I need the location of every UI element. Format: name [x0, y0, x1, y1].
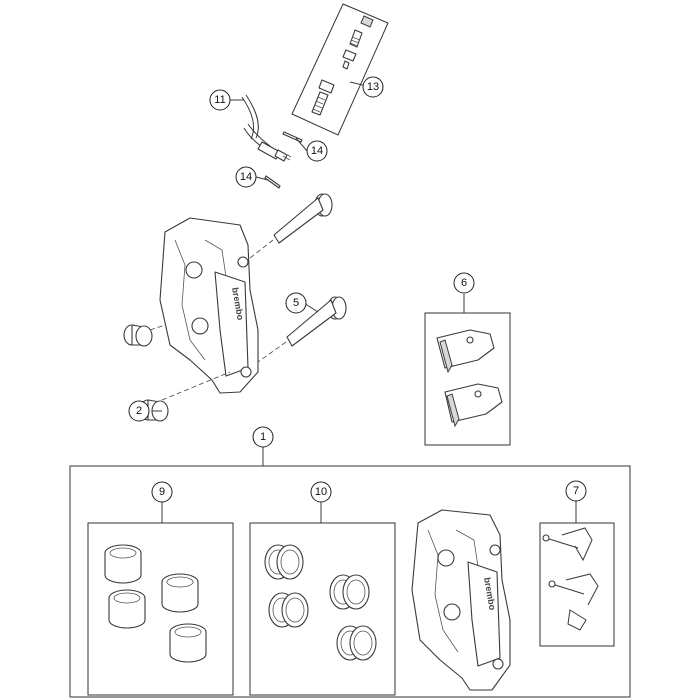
piston-3 [108, 589, 146, 629]
callout-14-lower: 14 [235, 166, 257, 188]
callout-13: 13 [362, 76, 384, 98]
svg-text:5: 5 [293, 297, 299, 309]
brake-pads-box [424, 312, 511, 446]
svg-text:9: 9 [159, 486, 165, 498]
brake-caliper-kit: brembo [411, 509, 511, 691]
caliper-kit-box [69, 447, 631, 698]
seal-pair-4 [336, 625, 377, 661]
svg-text:11: 11 [214, 94, 225, 106]
pad-pin-kit-box [539, 522, 615, 647]
seal-pair-2 [268, 592, 309, 628]
svg-text:2: 2 [136, 405, 142, 417]
caliper-bolt-lower [257, 296, 347, 363]
svg-text:10: 10 [315, 486, 327, 498]
callout-11: 11 [209, 89, 231, 111]
callout-9: 9 [151, 481, 173, 503]
brake-caliper-main: brembo [149, 217, 259, 401]
leader-lines [152, 81, 577, 523]
spacer-washer-upper [123, 324, 153, 347]
callout-7: 7 [565, 480, 587, 502]
callout-1: 1 [252, 426, 274, 448]
seal-pair-1 [264, 544, 304, 580]
svg-text:7: 7 [573, 485, 579, 497]
callout-14-upper: 14 [306, 140, 328, 162]
callout-10: 10 [310, 481, 332, 503]
piston-2 [161, 573, 199, 613]
seals-box [249, 522, 396, 696]
pistons-box [87, 522, 234, 696]
brake-line [241, 94, 292, 162]
small-pin-upper [282, 131, 303, 143]
svg-text:6: 6 [461, 277, 467, 289]
seal-pair-3 [329, 574, 370, 610]
callout-6: 6 [453, 272, 475, 294]
svg-text:13: 13 [367, 81, 379, 93]
svg-text:14: 14 [311, 145, 323, 157]
callout-5: 5 [285, 292, 307, 314]
bleeder-kit-box [291, 3, 389, 136]
caliper-bolt-upper [244, 193, 333, 263]
svg-text:1: 1 [260, 431, 266, 443]
callout-2: 2 [128, 400, 150, 422]
small-pin-lower [264, 175, 281, 189]
piston-1 [104, 544, 142, 584]
piston-4 [169, 623, 207, 663]
svg-text:14: 14 [240, 171, 252, 183]
